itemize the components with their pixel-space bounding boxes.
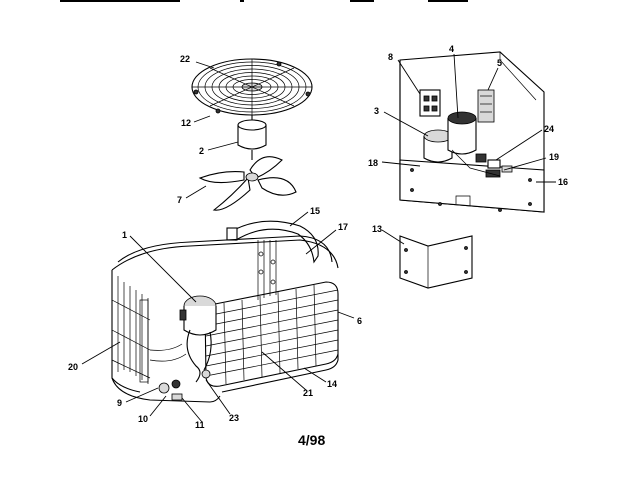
date-code: 4/98 — [298, 432, 326, 448]
callout-19: 19 — [549, 152, 559, 162]
callout-8: 8 — [388, 52, 393, 62]
callout-2: 2 — [199, 146, 204, 156]
callout-24: 24 — [544, 124, 554, 134]
leader-lines — [81, 53, 556, 423]
callout-22: 22 — [180, 54, 190, 64]
callout-18: 18 — [368, 158, 378, 168]
coil-fins — [205, 284, 339, 385]
callout-10: 10 — [138, 414, 148, 424]
callout-labels: 22 12 2 7 15 17 1 6 20 9 10 11 23 21 14 … — [68, 44, 568, 430]
callout-9: 9 — [117, 398, 122, 408]
callout-17: 17 — [338, 222, 348, 232]
control-box — [399, 51, 545, 213]
callout-5: 5 — [497, 58, 502, 68]
condenser-coil — [111, 235, 339, 403]
callout-16: 16 — [558, 177, 568, 187]
fan-guard — [191, 58, 313, 116]
callout-20: 20 — [68, 362, 78, 372]
callout-14: 14 — [327, 379, 337, 389]
callout-13: 13 — [372, 224, 382, 234]
access-panel — [399, 235, 473, 289]
fan-motor — [237, 115, 267, 160]
callout-11: 11 — [195, 420, 205, 430]
fan-blade — [198, 156, 297, 211]
callout-3: 3 — [374, 106, 379, 116]
callout-1: 1 — [122, 230, 127, 240]
cropped-header-strip — [60, 0, 468, 2]
callout-21: 21 — [303, 388, 313, 398]
callout-7: 7 — [177, 195, 182, 205]
callout-4: 4 — [449, 44, 454, 54]
callout-6: 6 — [357, 316, 362, 326]
callout-23: 23 — [229, 413, 239, 423]
callout-15: 15 — [310, 206, 320, 216]
callout-12: 12 — [181, 118, 191, 128]
